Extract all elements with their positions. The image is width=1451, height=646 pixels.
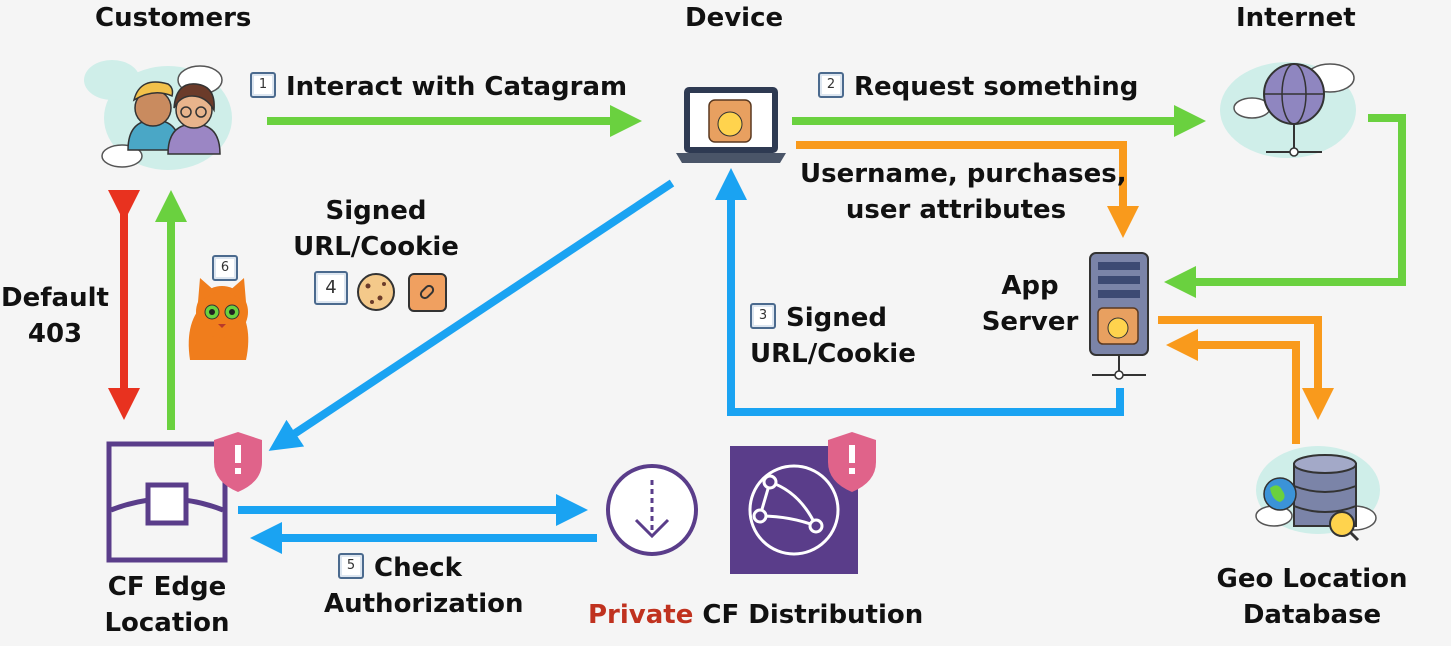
default-403-label: Default 403 bbox=[0, 280, 110, 352]
edge-location-icon bbox=[106, 441, 228, 563]
step-6-label: 6 bbox=[212, 252, 248, 288]
globe-icon bbox=[1220, 62, 1356, 158]
step-number-badge: 2 bbox=[818, 71, 844, 98]
distribution-endpoint-icon bbox=[606, 464, 698, 556]
database-icon bbox=[1255, 446, 1380, 542]
app-server-label: App Server bbox=[975, 268, 1085, 340]
arrow-internet-to-app-server bbox=[1164, 114, 1406, 298]
app-server-line-1: App bbox=[1001, 271, 1059, 301]
user-data-label: Username, purchases, user attributes bbox=[800, 156, 1127, 228]
step-text: Request something bbox=[854, 72, 1139, 102]
user-data-line-2: user attributes bbox=[845, 195, 1067, 225]
step-5-line-2: Authorization bbox=[324, 589, 524, 619]
device-heading: Device bbox=[685, 3, 784, 33]
step-text: Interact with Catagram bbox=[286, 72, 628, 102]
default-line-2: 403 bbox=[27, 319, 83, 349]
customers-icon bbox=[84, 60, 232, 170]
cookie-icon bbox=[357, 273, 395, 311]
private-word: Private bbox=[588, 600, 694, 630]
shield-icon bbox=[214, 432, 262, 492]
step-3-line-2: URL/Cookie bbox=[750, 339, 916, 369]
arrow-geo-db-to-app-server bbox=[1166, 329, 1300, 444]
arrow-app-server-to-device bbox=[715, 168, 1124, 416]
step-5-label: 5 Check Authorization bbox=[324, 550, 524, 622]
app-server-line-2: Server bbox=[981, 307, 1079, 337]
default-line-1: Default bbox=[1, 283, 109, 313]
step-5-line-1: Check bbox=[374, 553, 462, 583]
step-1-label: 1 Interact with Catagram bbox=[250, 69, 627, 105]
cf-edge-label: CF Edge Location bbox=[92, 569, 242, 641]
geo-db-label: Geo Location Database bbox=[1212, 561, 1412, 633]
internet-heading: Internet bbox=[1236, 3, 1356, 33]
step-4-line-1: Signed bbox=[325, 196, 427, 226]
private-distribution-label: Private CF Distribution bbox=[588, 597, 923, 633]
step-2-label: 2 Request something bbox=[818, 69, 1138, 105]
geo-line-2: Database bbox=[1242, 600, 1382, 630]
laptop-icon bbox=[676, 87, 786, 163]
step-3-label: 3 Signed URL/Cookie bbox=[750, 300, 916, 372]
step-4-badge-wrap: 4 bbox=[314, 271, 358, 308]
user-data-line-1: Username, purchases, bbox=[800, 159, 1127, 189]
link-icon bbox=[408, 273, 447, 312]
step-number-badge: 3 bbox=[750, 302, 776, 329]
arrow-device-to-edge bbox=[268, 179, 675, 451]
step-number-badge: 4 bbox=[314, 271, 348, 305]
customers-heading: Customers bbox=[95, 3, 252, 33]
step-number-badge: 6 bbox=[212, 254, 238, 281]
step-number-badge: 1 bbox=[250, 71, 276, 98]
step-3-line-1: Signed bbox=[786, 303, 888, 333]
step-4-label: Signed URL/Cookie bbox=[290, 193, 462, 265]
cf-edge-line-1: CF Edge bbox=[107, 572, 227, 602]
arrow-app-server-to-geo-db bbox=[1158, 316, 1334, 420]
step-number-badge: 5 bbox=[338, 552, 364, 579]
app-server-icon bbox=[1089, 252, 1149, 380]
step-4-line-2: URL/Cookie bbox=[293, 232, 459, 262]
distribution-text: CF Distribution bbox=[693, 600, 924, 630]
shield-icon bbox=[828, 432, 876, 492]
cf-edge-line-2: Location bbox=[104, 608, 230, 638]
cat-icon bbox=[188, 278, 249, 360]
arrow-device-to-app-server bbox=[796, 141, 1139, 238]
geo-line-1: Geo Location bbox=[1216, 564, 1408, 594]
